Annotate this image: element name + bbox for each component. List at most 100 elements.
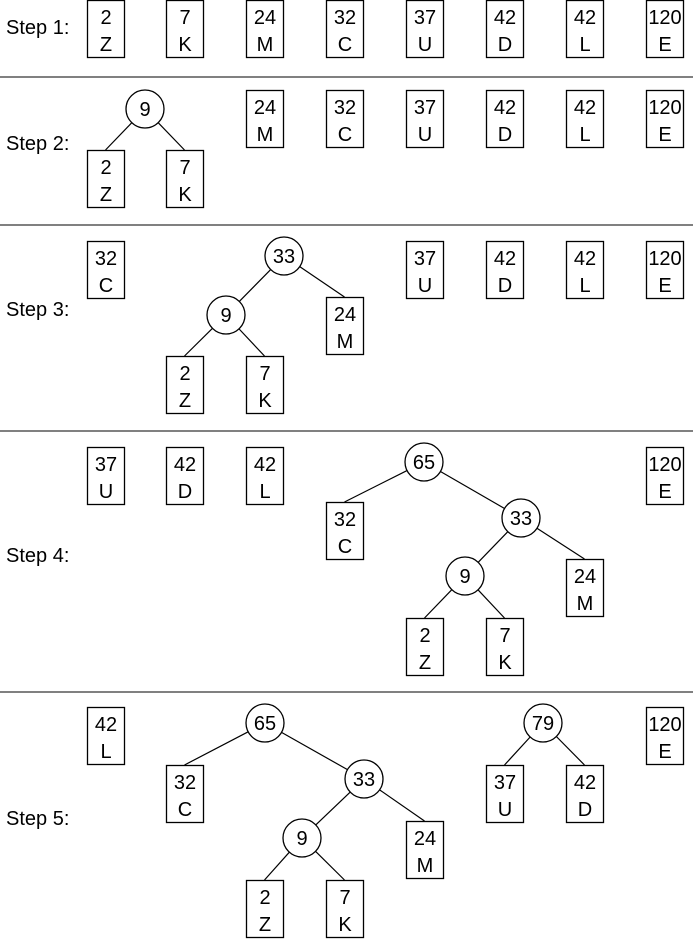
leaf-weight: 120 (648, 7, 681, 29)
leaf-box (565, 558, 605, 618)
leaf-weight: 7 (179, 157, 190, 179)
leaf-weight: 2 (419, 625, 430, 647)
leaf-symbol: M (417, 855, 434, 877)
leaf-box (325, 879, 365, 939)
leaf-weight: 7 (339, 887, 350, 909)
leaf-node-k: 7K (245, 355, 285, 415)
leaf-symbol: M (337, 331, 354, 353)
leaf-box (86, 240, 126, 300)
leaf-node-d: 42D (165, 446, 205, 506)
tree-edge (281, 731, 348, 771)
leaf-weight: 42 (574, 248, 596, 270)
leaf-weight: 42 (95, 714, 117, 736)
leaf-weight: 24 (254, 97, 276, 119)
step-5-label: Step 5: (6, 808, 69, 830)
internal-weight: 33 (273, 246, 295, 268)
tree-edge (504, 736, 531, 766)
leaf-node-d: 42D (485, 0, 525, 59)
leaf-node-u: 37U (405, 89, 445, 149)
tree-edge (184, 731, 249, 766)
leaf-symbol: U (99, 481, 113, 503)
leaf-weight: 32 (334, 7, 356, 29)
leaf-symbol: C (338, 34, 352, 56)
leaf-node-c: 32C (325, 501, 365, 561)
tree-edge (299, 266, 345, 298)
leaf-node-l: 42L (565, 0, 605, 59)
leaf-symbol: Z (100, 34, 112, 56)
leaf-box (165, 764, 205, 824)
leaf-symbol: C (338, 536, 352, 558)
internal-node-33: 33 (264, 236, 304, 276)
internal-weight: 79 (532, 713, 554, 735)
leaf-symbol: E (658, 124, 671, 146)
leaf-weight: 32 (174, 772, 196, 794)
internal-weight: 9 (459, 566, 470, 588)
leaf-symbol: E (658, 275, 671, 297)
leaf-symbol: D (498, 275, 512, 297)
leaf-weight: 42 (574, 772, 596, 794)
leaf-node-d: 42D (565, 764, 605, 824)
tree-edge (184, 327, 213, 357)
leaf-node-u: 37U (405, 240, 445, 300)
leaf-symbol: C (99, 275, 113, 297)
leaf-box (645, 89, 685, 149)
leaf-weight: 37 (95, 454, 117, 476)
leaf-weight: 7 (259, 363, 270, 385)
internal-node-65: 65 (404, 442, 444, 482)
step-3-label: Step 3: (6, 299, 69, 321)
internal-weight: 9 (139, 99, 150, 121)
leaf-node-d: 42D (485, 89, 525, 149)
leaf-box (565, 240, 605, 300)
tree-edge (157, 122, 185, 151)
leaf-symbol: U (418, 124, 432, 146)
leaf-weight: 37 (414, 248, 436, 270)
leaf-weight: 2 (259, 887, 270, 909)
leaf-weight: 120 (648, 454, 681, 476)
leaf-symbol: K (178, 184, 192, 206)
leaf-node-k: 7K (165, 0, 205, 59)
leaf-box (405, 240, 445, 300)
internal-node-9: 9 (206, 295, 246, 335)
internal-node-33: 33 (344, 759, 384, 799)
internal-node-9: 9 (282, 818, 322, 858)
leaf-box (245, 879, 285, 939)
leaf-weight: 24 (254, 7, 276, 29)
leaf-node-c: 32C (325, 0, 365, 59)
leaf-box (86, 706, 126, 766)
leaf-symbol: L (259, 481, 270, 503)
leaf-box (485, 89, 525, 149)
leaf-weight: 37 (494, 772, 516, 794)
leaf-box (86, 0, 126, 59)
leaf-symbol: E (658, 741, 671, 763)
leaf-node-m: 24M (405, 820, 445, 880)
leaf-node-c: 32C (165, 764, 205, 824)
internal-weight: 9 (220, 305, 231, 327)
leaf-symbol: K (338, 914, 352, 936)
internal-node-9: 9 (125, 89, 165, 129)
leaf-box (485, 0, 525, 59)
leaf-symbol: D (178, 481, 192, 503)
leaf-node-z: 2Z (86, 0, 126, 59)
internal-circle (501, 498, 541, 538)
tree-edge (315, 850, 345, 881)
leaf-weight: 32 (334, 97, 356, 119)
leaf-symbol: D (498, 124, 512, 146)
leaf-symbol: E (658, 481, 671, 503)
leaf-box (325, 296, 365, 356)
leaf-symbol: Z (179, 390, 191, 412)
leaf-box (165, 0, 205, 59)
leaf-node-u: 37U (485, 764, 525, 824)
leaf-box (245, 0, 285, 59)
leaf-box (165, 355, 205, 415)
leaf-box (325, 501, 365, 561)
internal-node-9: 9 (445, 556, 485, 596)
leaf-symbol: K (258, 390, 272, 412)
leaf-box (645, 240, 685, 300)
leaf-symbol: U (418, 34, 432, 56)
